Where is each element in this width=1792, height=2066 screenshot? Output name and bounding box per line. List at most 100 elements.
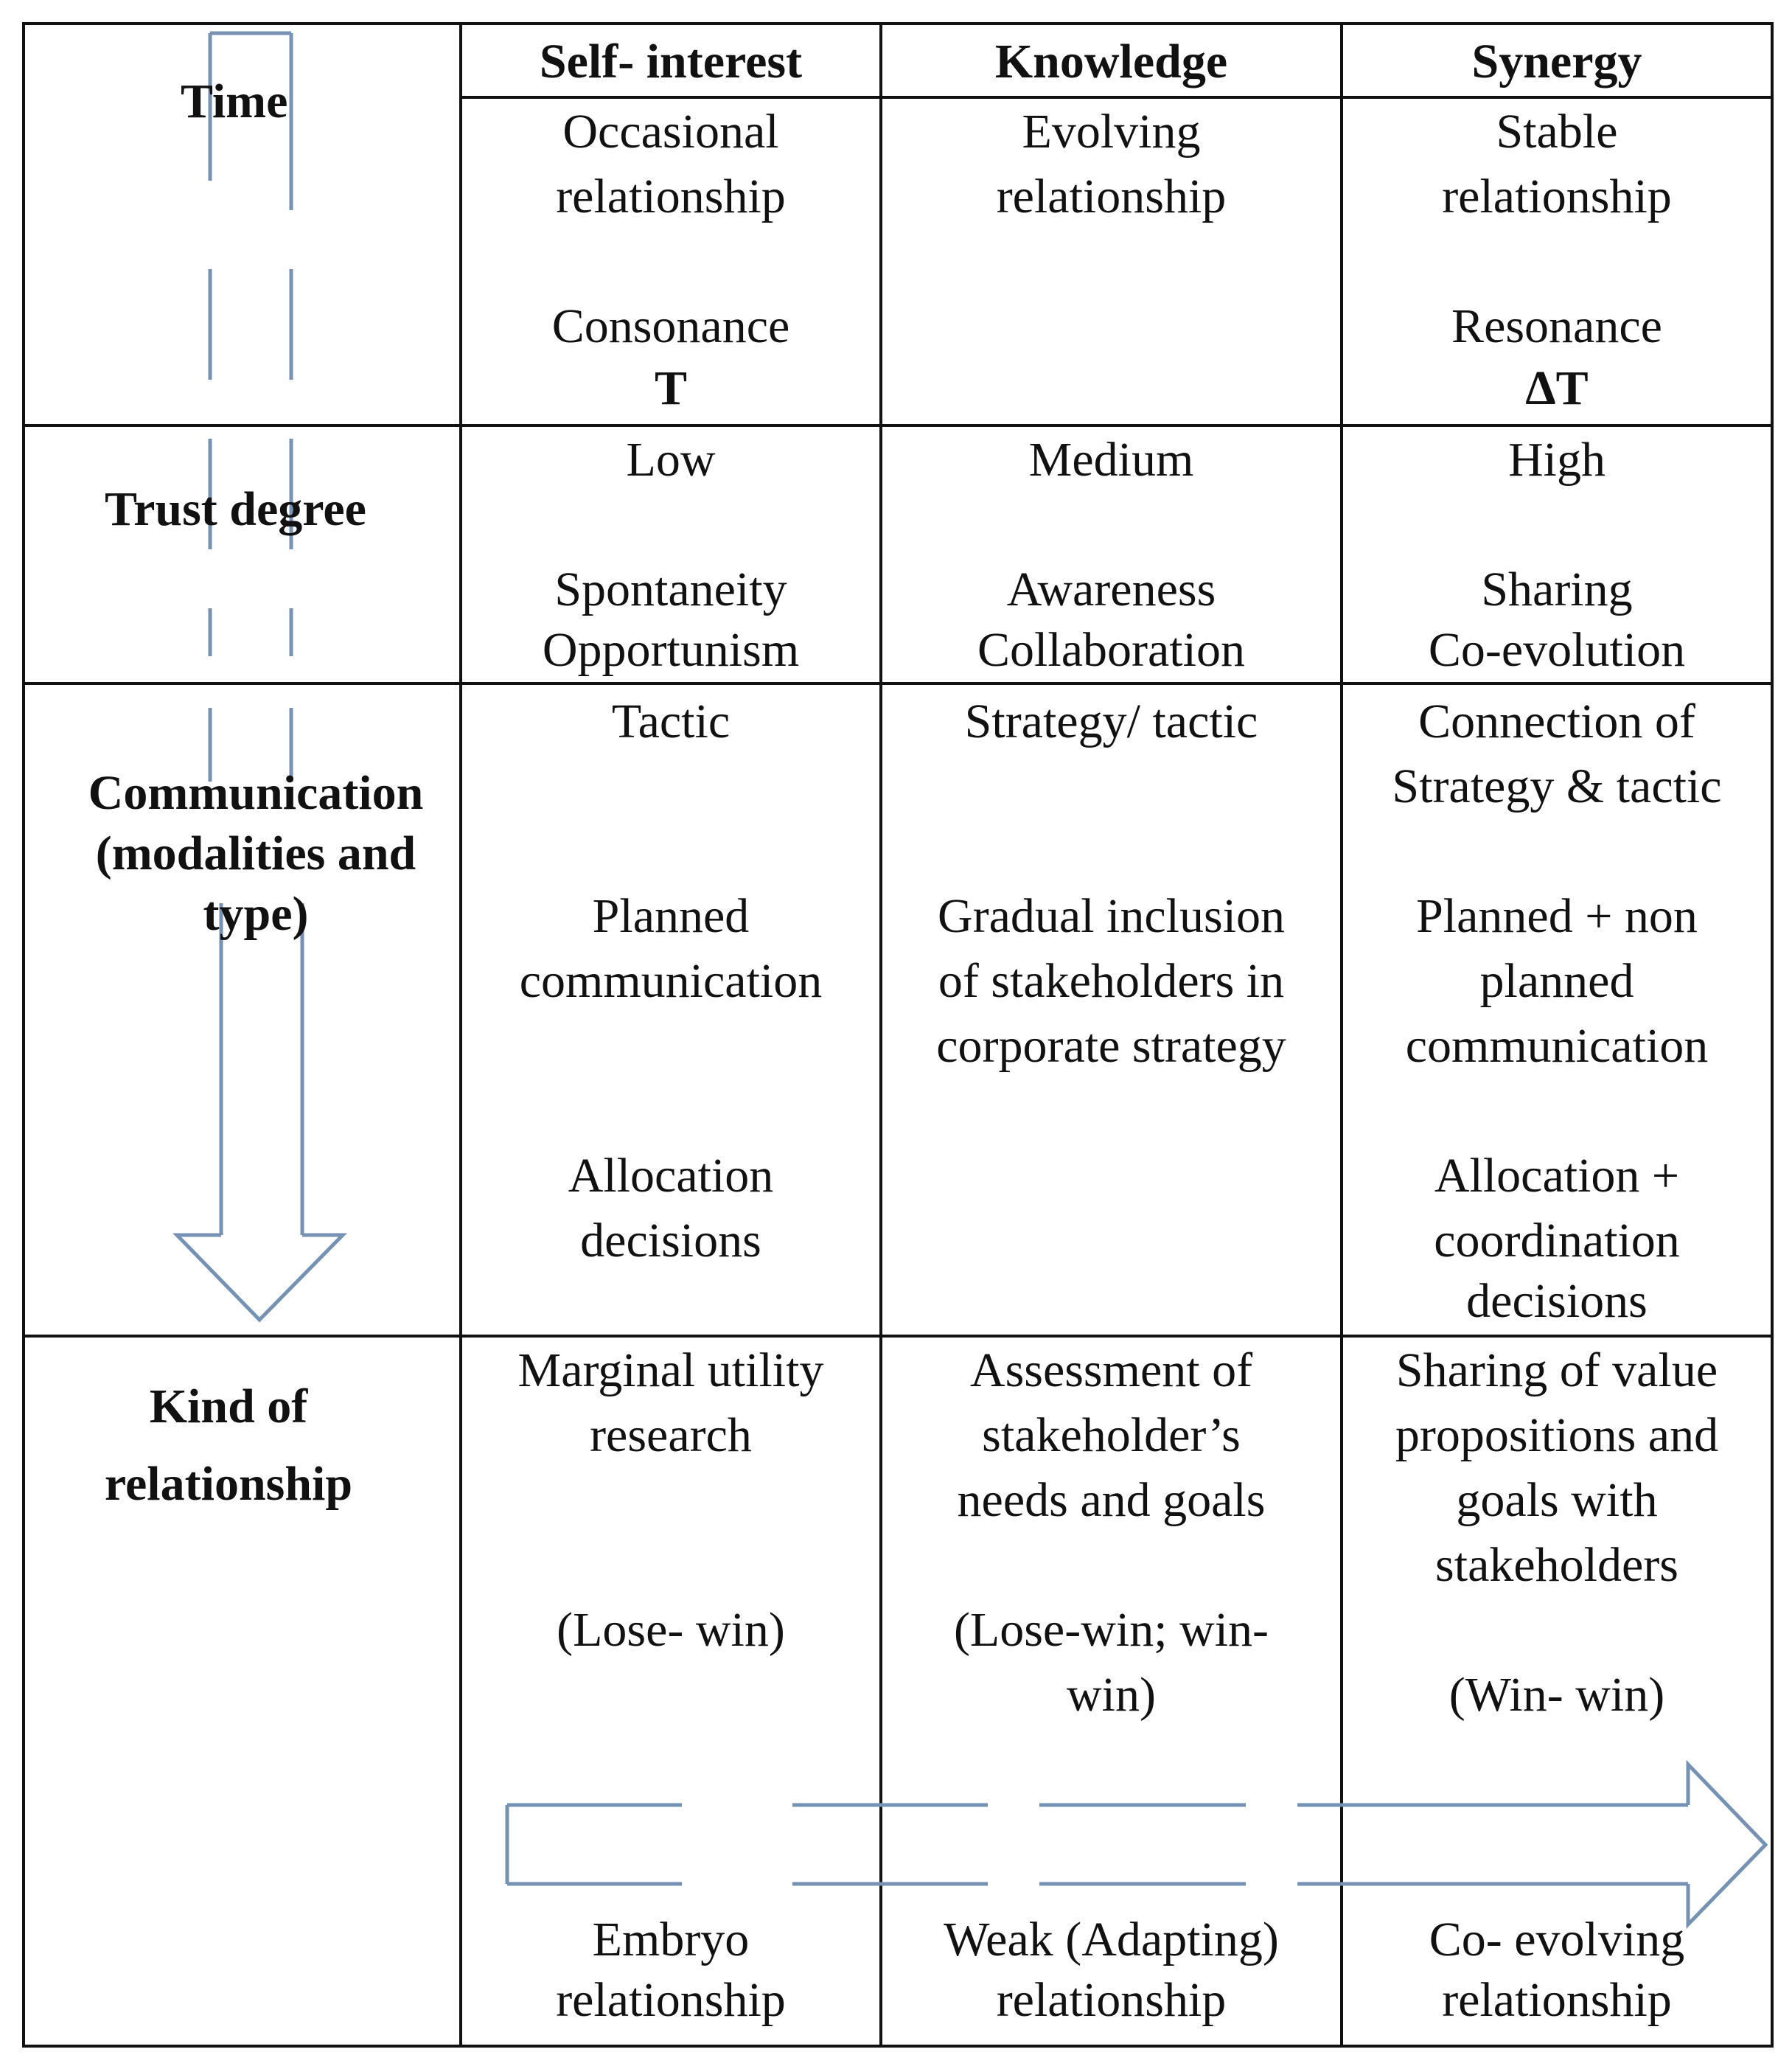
column-header-self-interest: Self- interest [539,35,803,88]
cell-line: Marginal utility [517,1343,824,1397]
cell-line: Embryo [592,1913,750,1966]
cell-line [462,1468,879,1533]
cell-line: Occasional [562,105,779,159]
cell-line: research [590,1408,752,1462]
row-label-line: relationship [104,1457,353,1511]
dashed-down-arrow-icon [172,31,347,1323]
dashed-right-arrow-icon [505,1759,1768,1930]
cell-line: goals with [1456,1473,1658,1527]
cell-line [462,493,879,557]
cell-line: planned [1479,954,1634,1008]
cell-line: Collaboration [977,623,1245,677]
cell-line [1343,229,1771,294]
cell-line: Consonance [551,299,790,353]
delta-time-symbol: ΔT [1525,361,1589,415]
row-label-line: (modalities and [95,827,416,880]
cell-line: decisions [1466,1274,1648,1328]
cell-line: coordination [1434,1214,1680,1267]
row-label-kind-of-relationship: Kind of relationship [74,1368,383,1523]
cell-line: Planned + non [1416,889,1698,943]
row-label-time: Time [181,74,288,128]
cell-line [462,1079,879,1144]
cell-line: relationship [996,170,1227,223]
table-border-right [1771,22,1774,2048]
cell-line: of stakeholders in [938,954,1285,1008]
cell-line: Opportunism [542,623,800,677]
cell-line: Evolving [1022,105,1201,159]
cell-line: stakeholder’s [982,1408,1241,1462]
column-header-knowledge: Knowledge [994,35,1228,88]
cell-communication-synergy: Connection of Strategy & tactic Planned … [1343,689,1771,1334]
cell-line [1343,1598,1771,1663]
cell-line: Planned [592,889,750,943]
row-divider-3 [22,1335,1774,1338]
column-header-synergy: Synergy [1471,35,1642,88]
row-label-line: Communication [88,766,424,820]
cell-line: relationship [556,1973,786,2027]
row-divider-2 [22,682,1774,685]
cell-line: Sharing [1481,563,1633,616]
cell-line: Strategy/ tactic [964,695,1258,748]
column-divider-3 [1340,22,1343,2048]
cell-line [1343,1079,1771,1144]
cell-line [882,754,1340,819]
cell-line: communication [519,954,823,1008]
table-border-top [22,22,1774,25]
cell-line: Co- evolving [1429,1913,1685,1966]
cell-line [882,819,1340,884]
row-label-trust-degree: Trust degree [105,482,366,536]
time-symbol: T [654,361,688,415]
cell-line: Resonance [1451,299,1662,353]
cell-relationship-self-interest: Marginal utility research (Lose- win) [462,1338,879,1663]
column-divider-2 [879,22,882,2048]
cell-line [882,493,1340,557]
cell-line: propositions and [1395,1408,1719,1462]
cell-line: Tactic [611,695,731,748]
table-border-bottom [22,2045,1774,2048]
cell-communication-self-interest: Tactic Planned communication Allocation … [462,689,879,1273]
cell-line: relationship [1442,170,1672,223]
cell-line: Connection of [1418,695,1695,748]
cell-communication-knowledge: Strategy/ tactic Gradual inclusion of st… [882,689,1340,1079]
cell-trust-synergy: High Sharing Co-evolution [1343,428,1771,683]
cell-line: win) [1067,1668,1156,1722]
cell-line: communication [1405,1019,1709,1073]
row-divider-1 [22,424,1774,427]
cell-line: Medium [1028,433,1194,487]
cell-line: corporate strategy [936,1019,1286,1073]
cell-line: Awareness [1006,563,1216,616]
stage-co-evolving-relationship: Co- evolving relationship [1343,1910,1771,2031]
cell-line: Co-evolution [1428,623,1686,677]
stage-embryo-relationship: Embryo relationship [462,1910,879,2031]
cell-trust-knowledge: Medium Awareness Collaboration [882,428,1340,683]
cell-line [1343,493,1771,557]
cell-relationship-synergy: Sharing of value propositions and goals … [1343,1338,1771,1728]
row-label-line: Kind of [149,1380,308,1433]
stage-weak-relationship: Weak (Adapting) relationship [882,1910,1340,2031]
cell-line: (Win- win) [1448,1668,1665,1722]
cell-line: (Lose-win; win- [953,1603,1269,1657]
cell-relationship-knowledge: Assessment of stakeholder’s needs and go… [882,1338,1340,1728]
cell-line: decisions [580,1214,761,1267]
row-label-communication: Communication (modalities and type) [60,763,451,945]
cell-line [462,1533,879,1598]
cell-time-synergy: Stable relationship Resonance ΔT [1343,100,1771,421]
cell-line: relationship [1442,1973,1672,2027]
row-label-line: type) [203,887,309,941]
cell-line: Assessment of [969,1343,1253,1397]
header-underline [459,96,1774,99]
cell-line: Spontaneity [554,563,787,616]
cell-line [1343,819,1771,884]
cell-line: Weak (Adapting) [944,1913,1279,1966]
cell-line: (Lose- win) [557,1603,785,1657]
cell-time-self-interest: Occasional relationship Consonance T [462,100,879,421]
cell-line [462,819,879,884]
cell-line: Sharing of value [1395,1343,1718,1397]
cell-line [462,754,879,819]
cell-line [462,1014,879,1079]
cell-line [882,1533,1340,1598]
cell-line: Gradual inclusion [937,889,1286,943]
column-divider-1 [459,22,462,2048]
cell-time-knowledge: Evolving relationship [882,100,1340,229]
